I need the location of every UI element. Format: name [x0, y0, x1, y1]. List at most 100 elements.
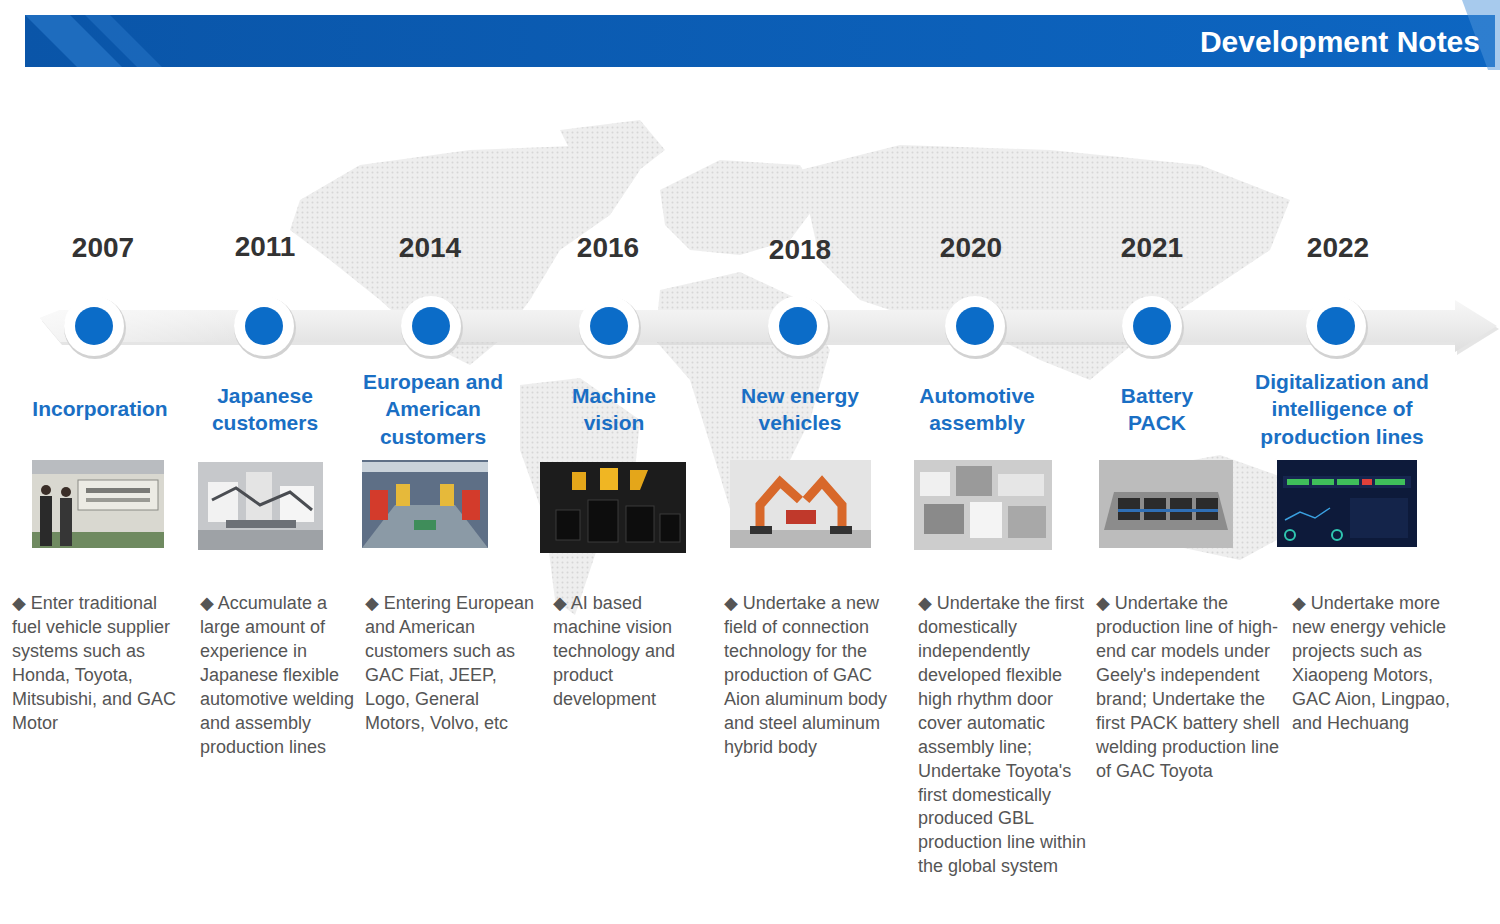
milestone-heading: Incorporation	[12, 395, 188, 422]
photo-sign-line	[86, 488, 150, 493]
photo-bar	[1312, 479, 1334, 485]
photo-robots	[198, 462, 323, 550]
photo-robot-base	[750, 526, 772, 534]
year-label: 2007	[72, 233, 134, 264]
marker-ring	[1306, 296, 1366, 356]
photo-machine	[462, 490, 480, 520]
photo-machine	[396, 484, 410, 506]
marker-shadow	[401, 297, 463, 359]
photo-gauge	[1332, 530, 1342, 540]
year-label: 2018	[769, 235, 831, 266]
timeline-markers	[64, 296, 1368, 359]
photo-ground	[198, 462, 323, 550]
milestone-heading: Machine vision	[544, 382, 684, 437]
marker-shadow	[1306, 297, 1368, 359]
marker-dot	[779, 307, 817, 345]
photo-orange-robots	[730, 460, 871, 548]
map-continent	[560, 120, 665, 185]
marker-ring	[64, 296, 124, 356]
milestone-heading: Battery PACK	[1097, 382, 1217, 437]
year-label: 2014	[399, 233, 461, 264]
marker-shadow	[64, 297, 126, 359]
photo-ground	[540, 462, 686, 553]
photo-cart	[414, 520, 436, 530]
photo-chart	[1285, 508, 1330, 520]
photo-window	[32, 460, 164, 474]
marker-ring	[945, 296, 1005, 356]
year-label: 2016	[577, 233, 639, 264]
photo-machine	[920, 472, 950, 496]
milestone-description: ◆ Undertake more new energy vehicle proj…	[1292, 592, 1462, 736]
milestone-heading: Digitalization and intelligence of produ…	[1234, 368, 1450, 450]
milestone-description: ◆ Enter traditional fuel vehicle supplie…	[12, 592, 190, 736]
milestone-heading: Automotive assembly	[897, 382, 1057, 437]
photo-person	[40, 496, 52, 546]
marker-ring	[579, 296, 639, 356]
photo-cylinder	[588, 500, 618, 542]
photo-sign-line	[86, 498, 150, 502]
photo-machine	[370, 490, 388, 520]
marker-shadow	[1122, 297, 1184, 359]
photo-cylinder	[626, 506, 654, 542]
photo-glow	[600, 468, 618, 490]
photo-glow	[572, 472, 586, 490]
year-label: 2022	[1307, 233, 1369, 264]
milestone-description: ◆ Undertake a new field of connection te…	[724, 592, 900, 760]
photo-floor	[198, 530, 323, 550]
photo-person-head	[61, 487, 71, 497]
year-label: 2011	[235, 232, 296, 263]
milestone-description: ◆ Accumulate a large amount of experienc…	[200, 592, 358, 760]
marker-ring	[1122, 296, 1182, 356]
marker-dot	[590, 307, 628, 345]
photo-panel	[1283, 476, 1411, 488]
photo-machine	[970, 502, 1002, 538]
photo-ground	[914, 460, 1052, 550]
photo-machine	[924, 504, 964, 534]
photo-machine	[998, 474, 1044, 496]
photo-battery	[1099, 460, 1233, 548]
marker-shadow	[768, 297, 830, 359]
photo-ground	[362, 460, 488, 548]
photo-fixture	[226, 520, 296, 528]
marker-dot	[412, 307, 450, 345]
photo-person	[60, 498, 72, 546]
marker-ring	[401, 296, 461, 356]
header-band	[25, 15, 1495, 67]
marker-shadow	[234, 297, 296, 359]
photo-ceiling	[362, 462, 488, 472]
world-map	[290, 120, 1295, 615]
photo-bar	[1287, 479, 1309, 485]
photo-sign	[78, 480, 158, 510]
milestone-description: ◆ AI based machine vision technology and…	[553, 592, 705, 712]
photo-cylinder	[660, 514, 680, 542]
milestone-description: ◆ Entering European and American custome…	[365, 592, 537, 736]
photo-strip	[1118, 509, 1218, 512]
photo-building	[32, 460, 164, 548]
photo-glow	[630, 470, 648, 490]
header-stripe	[85, 15, 162, 67]
photo-gauge	[1285, 530, 1295, 540]
photo-table	[1350, 498, 1408, 538]
photo-machine	[280, 486, 314, 522]
marker-ring	[768, 296, 828, 356]
photo-dashboard	[1277, 460, 1417, 547]
photo-bar	[1337, 479, 1359, 485]
milestone-description: ◆ Undertake the production line of high-…	[1096, 592, 1282, 784]
milestone-heading: European and American customers	[345, 368, 521, 450]
photo-tray	[1104, 492, 1228, 530]
milestone-description: ◆ Undertake the first domestically indep…	[918, 592, 1092, 879]
photo-robot-base	[830, 526, 852, 534]
photo-vision	[540, 462, 686, 553]
milestone-heading: New energy vehicles	[720, 382, 880, 437]
header-bar	[25, 0, 1500, 70]
photo-part	[786, 510, 816, 524]
photo-bar	[1375, 479, 1405, 485]
marker-dot	[956, 307, 994, 345]
marker-dot	[1317, 307, 1355, 345]
marker-dot	[245, 307, 283, 345]
marker-dot	[75, 307, 113, 345]
photo-factory	[362, 460, 488, 548]
page-title: Development Notes	[1200, 25, 1480, 58]
marker-dot	[1133, 307, 1171, 345]
